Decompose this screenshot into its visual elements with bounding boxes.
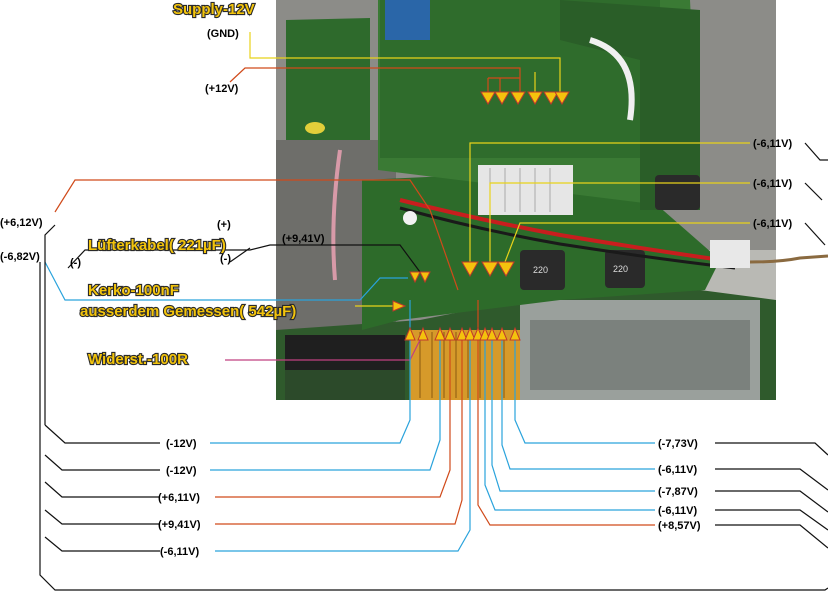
resistor-heading: Widerst.-100R: [88, 351, 188, 368]
fan-minus-label: (-): [220, 253, 231, 265]
inductor-label-2: 220: [613, 264, 628, 274]
gnd-label: (GND): [207, 28, 239, 40]
board-photo: 220 220: [276, 0, 828, 400]
bottom-right-voltage-1: (-7,73V): [658, 438, 698, 450]
right-top-voltage-3: (-6,11V): [753, 218, 792, 230]
bottom-right-voltage-5: (+8,57V): [658, 520, 701, 532]
fan-plus-label: (+): [217, 219, 231, 231]
left-minus-label: (-): [70, 257, 81, 269]
right-top-voltage-2: (-6,11V): [753, 178, 792, 190]
bottom-right-voltage-2: (-6,11V): [658, 464, 697, 476]
bottom-left-voltage-3: (+6,11V): [158, 492, 200, 504]
bottom-left-voltage-1: (-12V): [166, 438, 197, 450]
inductor-label-1: 220: [533, 265, 548, 275]
left-voltage-1: (+6,12V): [0, 217, 43, 229]
bottom-right-voltage-3: (-7,87V): [658, 486, 698, 498]
fan-cable-heading: Lüfterkabel( 221µF): [88, 237, 226, 254]
marker-triangles: [392, 91, 570, 341]
right-top-voltage-1: (-6,11V): [753, 138, 792, 150]
also-measured-heading: ausserdem Gemessen( 542µF): [80, 303, 296, 320]
bottom-right-voltage-4: (-6,11V): [658, 505, 697, 517]
fan-voltage-label: (+9,41V): [282, 233, 325, 245]
plus12-label: (+12V): [205, 83, 239, 95]
left-voltage-2: (-6,82V): [0, 251, 40, 263]
supply-heading: Supply-12V: [173, 1, 255, 18]
bottom-left-voltage-2: (-12V): [166, 465, 197, 477]
annotation-wires: [39, 32, 828, 591]
bottom-left-voltage-4: (+9,41V): [158, 519, 201, 531]
bottom-left-voltage-5: (-6,11V): [160, 546, 199, 558]
ceramic-cap-heading: Kerko-100nF: [88, 282, 179, 299]
